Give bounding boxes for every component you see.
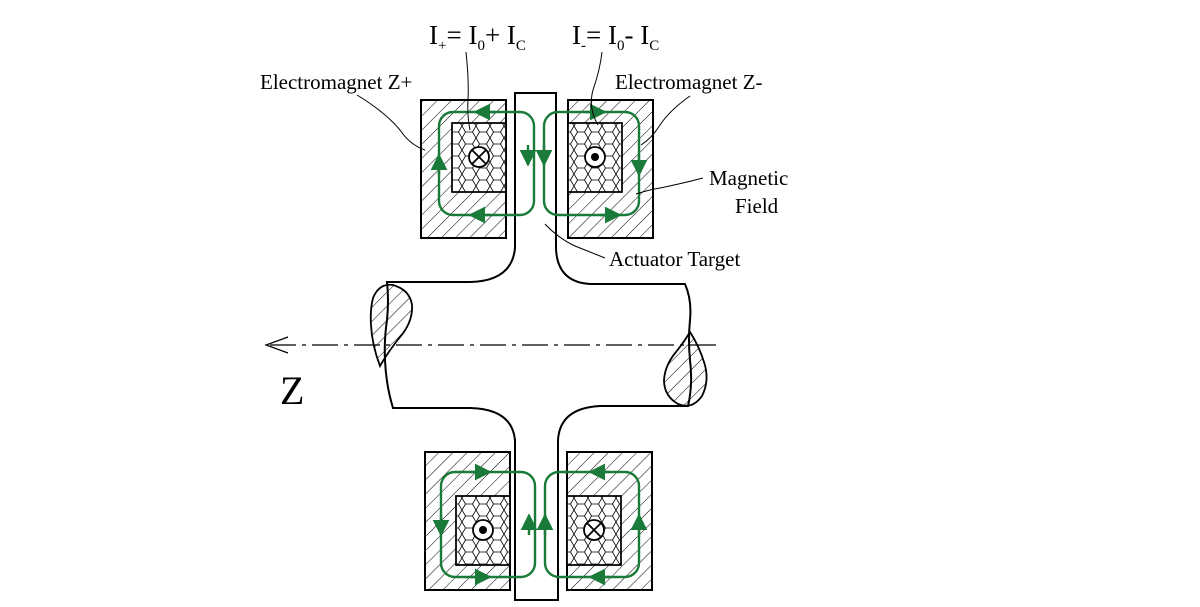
z-axis: [264, 336, 718, 354]
electromagnet-zplus-top: [420, 99, 507, 239]
electromagnet-zplus-bottom: [424, 451, 511, 591]
leader-lines: [356, 51, 704, 259]
formula-i-minus: I-= I0- IC: [572, 20, 660, 54]
label-magnetic-field-line2: Field: [735, 194, 779, 218]
label-electromagnet-zplus: Electromagnet Z+: [260, 70, 413, 94]
label-electromagnet-zminus: Electromagnet Z-: [615, 70, 763, 94]
electromagnet-zminus-top: [567, 99, 654, 239]
label-magnetic-field-line1: Magnetic: [709, 166, 789, 190]
label-actuator-target: Actuator Target: [609, 247, 741, 271]
label-z-axis: Z: [280, 368, 305, 413]
shaft-body: [369, 92, 708, 601]
formula-i-plus: I+= I0+ IC: [429, 20, 526, 54]
magnetic-field-lines: [430, 103, 648, 586]
